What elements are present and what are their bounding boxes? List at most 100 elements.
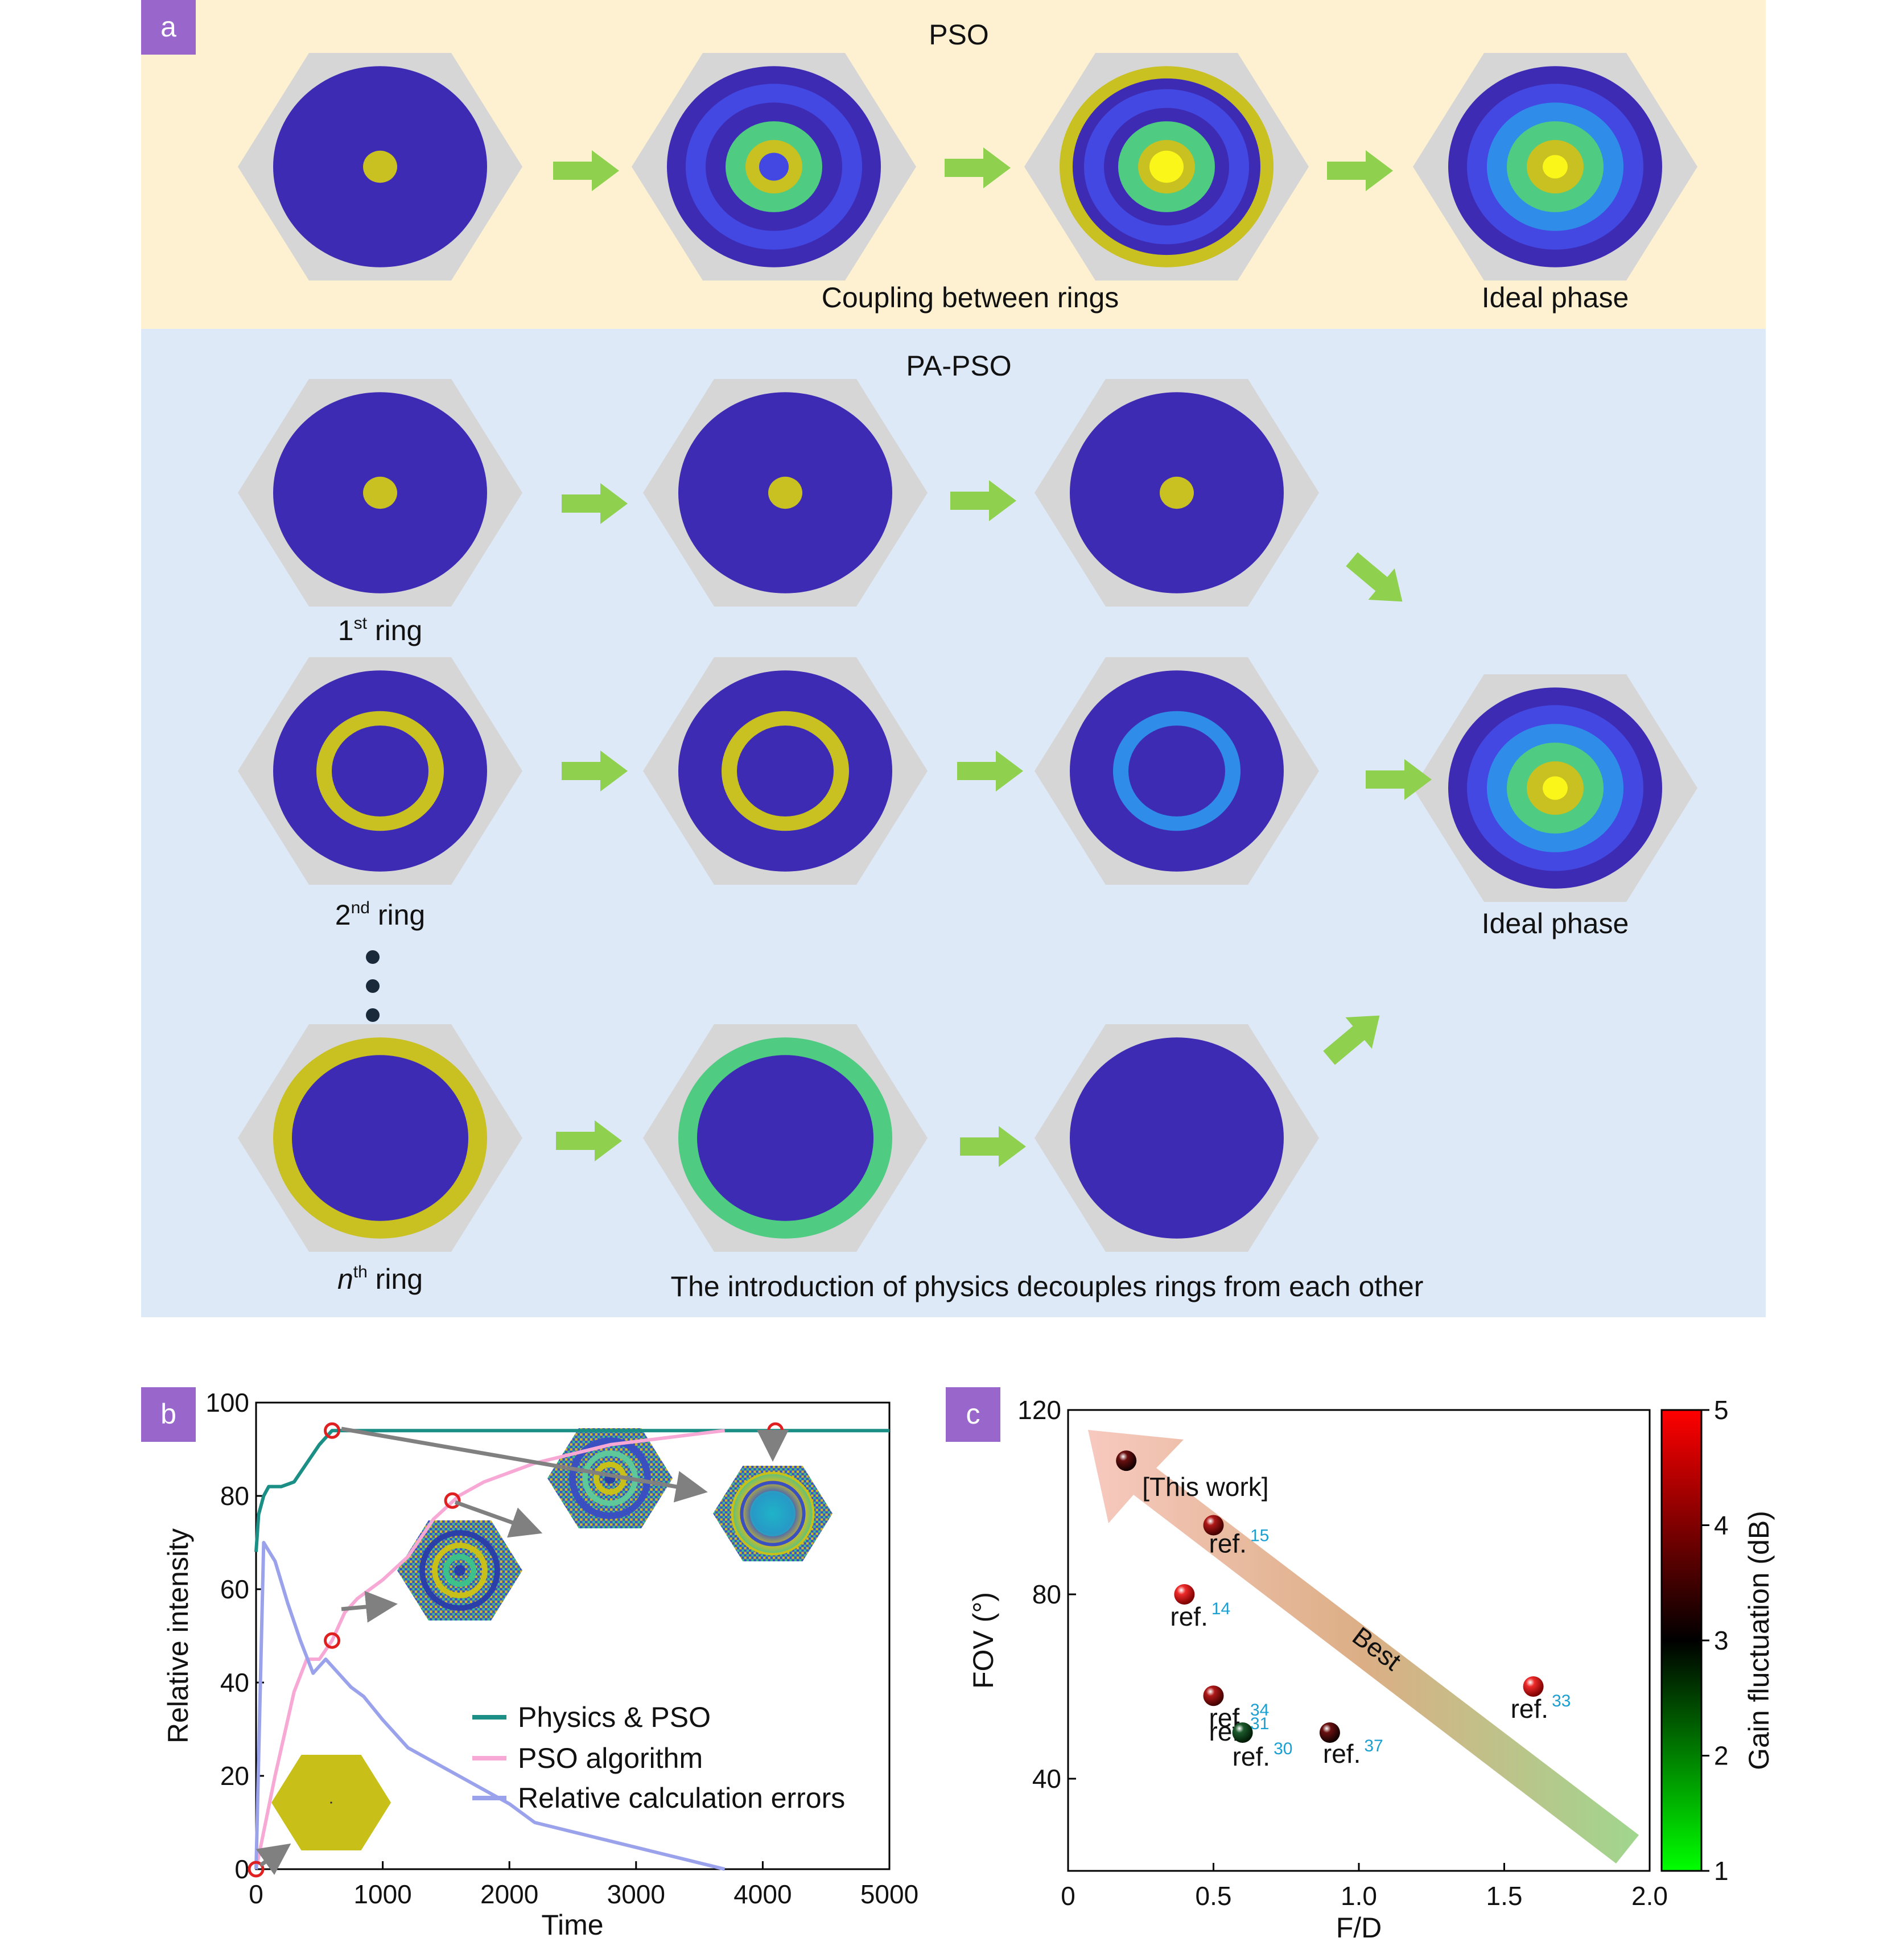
series-line-1 [254,1429,889,1552]
point-label: ref.15 [1209,1527,1270,1558]
papso-title: PA-PSO [906,350,1011,382]
panel-a-tag [141,0,196,55]
phase-hexagons [238,53,1697,1252]
legend-relative-errors: Relative calculation errors [518,1782,845,1814]
inset-hex-initial [271,1755,391,1850]
y-tick-label: 60 [220,1574,249,1604]
colorbar-tick-label: 3 [1714,1626,1729,1655]
phase-hexagon [1413,674,1697,902]
panel-a-letter: a [160,11,176,43]
scatter-point [1174,1584,1195,1605]
colorbar-tick-label: 4 [1714,1511,1729,1540]
x-tick-label: 3000 [607,1879,665,1909]
plot-b-ylabel: Relative intensity [162,1528,194,1743]
highlight-marker [444,1492,461,1509]
panel-c-tag [946,1387,1000,1442]
plot-b-frame [255,1401,891,1870]
ring2-label: 2nd ring [335,898,425,931]
ringn-label: nth ring [337,1263,423,1295]
phase-hexagon [632,53,916,281]
plot-b-series [254,1429,889,1871]
x-tick-label: 1000 [353,1879,411,1909]
point-label: ref.33 [1511,1692,1571,1724]
arrow-right-icon [1323,1015,1380,1065]
y-tick-label: 80 [1032,1580,1061,1609]
phase-hexagon [643,657,928,885]
phase-hexagon [238,379,522,607]
pso-title: PSO [929,19,989,51]
phase-hexagon [238,53,522,281]
point-label: ref.37 [1323,1737,1383,1768]
phase-hexagon [238,1024,522,1252]
arrow-right-icon [1327,150,1393,191]
x-tick-label: 1.5 [1486,1881,1523,1911]
plot-c-ylabel: FOV (°) [967,1592,999,1689]
phase-hexagon [1035,657,1319,885]
y-tick-label: 80 [220,1481,249,1511]
scatter-point [1319,1722,1340,1743]
colorbar [1660,1409,1703,1872]
inset-pointer-arrows [255,1426,789,1875]
highlight-marker [324,1422,341,1439]
pso-ideal-caption: Ideal phase [1482,282,1629,314]
colorbar-tick-label: 1 [1714,1856,1729,1886]
phase-hexagon [1413,53,1697,281]
x-tick-label: 4000 [733,1879,792,1909]
plot-c-ticks: 0 0.5 1.0 1.5 2.0 40 80 120 [1017,1395,1668,1911]
y-tick-label: 40 [1032,1764,1061,1793]
panel-b-tag [141,1387,196,1442]
colorbar-tick-label: 5 [1714,1395,1729,1425]
y-tick-label: 0 [234,1854,249,1884]
highlight-marker [324,1632,341,1649]
colorbar-label: Gain fluctuation (dB) [1743,1511,1775,1770]
inset-hex-stage1 [397,1520,522,1621]
arrow-right-icon [945,147,1011,188]
panel-a: a PSO Coupling between rings Ideal phase… [141,0,1766,1317]
ring1-label: 1st ring [338,614,422,646]
y-tick-label: 100 [205,1388,249,1417]
panel-c-letter: c [966,1398,980,1430]
arrow-right-icon [553,150,619,191]
y-tick-label: 40 [220,1668,249,1697]
x-tick-label: 1.0 [1341,1881,1377,1911]
ellipsis-dots [366,950,380,1022]
green-arrows [553,147,1432,1167]
x-tick-label: 2000 [480,1879,538,1909]
arrow-right-icon [1366,759,1432,800]
y-tick-label: 120 [1017,1395,1061,1425]
y-tick-label: 20 [220,1761,249,1791]
arrow-right-icon [562,483,628,524]
x-tick-label: 0 [1061,1881,1075,1911]
phase-hexagon [643,379,928,607]
phase-hexagon [1035,379,1319,607]
phase-hexagon [643,1024,928,1252]
colorbar-tick-label: 2 [1714,1741,1729,1771]
arrow-right-icon [960,1126,1026,1167]
x-tick-label: 0.5 [1196,1881,1232,1911]
x-tick-label: 2.0 [1631,1881,1668,1911]
plot-b-legend: Physics & PSO PSO algorithm Relative cal… [472,1701,845,1814]
scatter-point [1203,1515,1224,1536]
plot-c-points: [This work]ref.15ref.14ref.31ref.34ref.3… [1116,1450,1571,1771]
pso-coupling-caption: Coupling between rings [822,282,1119,314]
point-label: ref.14 [1170,1599,1230,1631]
papso-ideal-caption: Ideal phase [1482,908,1629,939]
phase-hexagon [238,657,522,885]
phase-hexagon [1024,53,1309,281]
x-tick-label: 5000 [860,1879,918,1909]
inset-hex-final [713,1466,833,1561]
legend-pso-algorithm: PSO algorithm [518,1742,703,1774]
scatter-point [1203,1685,1224,1706]
colorbar-ticks: 1 2 3 4 5 [1701,1395,1729,1886]
plot-c-xlabel: F/D [1336,1912,1382,1942]
legend-physics-pso: Physics & PSO [518,1701,711,1733]
point-label: ref.30 [1233,1739,1293,1771]
arrow-right-icon [957,751,1023,791]
arrow-right-icon [950,480,1016,521]
point-label: [This work] [1142,1472,1268,1502]
arrow-right-icon [1346,552,1403,602]
